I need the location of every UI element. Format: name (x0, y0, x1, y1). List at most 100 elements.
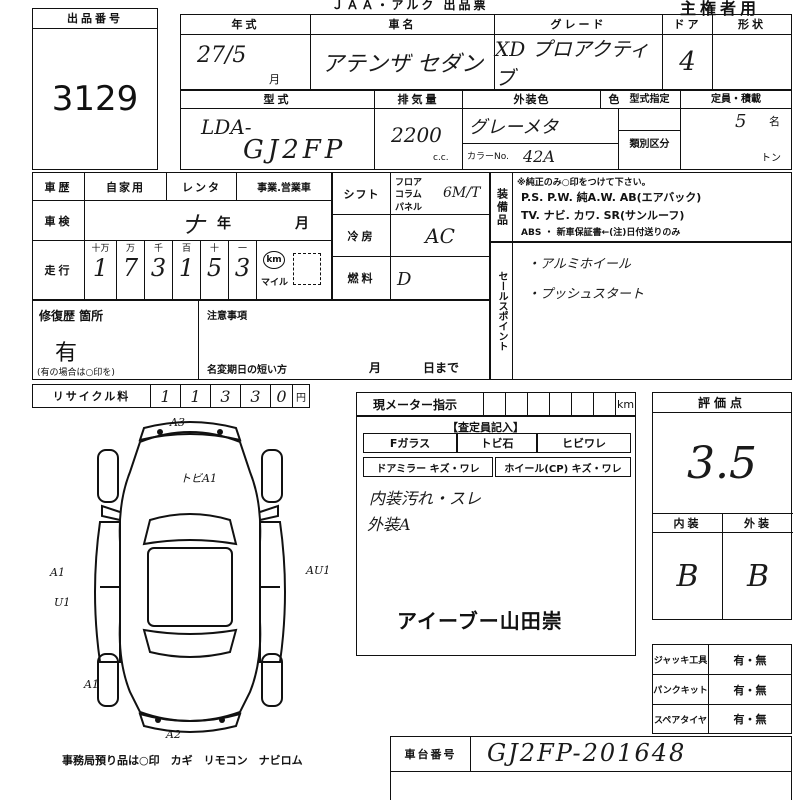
capacity-label: 定員・積載 (681, 91, 791, 109)
recycle-digit-4: 0 (271, 385, 293, 407)
inspection-value: ナ (181, 211, 205, 239)
displacement-label: 排気量 (375, 91, 463, 109)
meter-sep-4 (549, 393, 571, 415)
shape-label: 形状 (713, 15, 791, 35)
type-spec-cell: 類別区分 (619, 109, 681, 169)
doors-label: ドア (663, 15, 713, 35)
ext-color-value: グレーメタ (469, 117, 559, 138)
color-no-divider (463, 143, 618, 144)
jack-option[interactable]: 有・無 (709, 645, 791, 675)
form-title: ＪＡＡ・アルク 出品票 (331, 0, 489, 12)
color-no-value: 42A (523, 147, 555, 166)
wheel-front-right (261, 449, 283, 503)
tools-table: ジャッキ工具 有・無 パンクキット 有・無 スペアタイヤ 有・無 (652, 644, 792, 734)
doors-value: 4 (663, 35, 713, 89)
model-cell: LDA- GJ2FP (181, 109, 375, 169)
inspection-cell: ナ 年 月 (85, 201, 331, 241)
inspector-header: 【査定員記入】 (447, 421, 524, 434)
mark-front: A3 (169, 416, 185, 429)
shift-label: シフト (333, 173, 391, 215)
category-label: 類別区分 (629, 139, 670, 150)
row2-table: 型式 排気量 外装色 色替 型式指定 定員・積載 LDA- GJ2FP 2200… (180, 90, 792, 170)
score-table: 評価点 3.5 内装 外装 B B (652, 392, 793, 620)
recycle-table: リサイクル料 1 1 3 3 0 円 (32, 384, 310, 408)
meter-label: 現メーター指示 (373, 398, 458, 412)
puncture-option[interactable]: 有・無 (709, 675, 791, 705)
shift-option-column: コラム (395, 190, 422, 200)
exterior-value: B (746, 558, 770, 594)
digit-label-5: 一 (237, 244, 247, 254)
year-month-unit: 月 (269, 73, 280, 86)
chassis-bottom-edge (390, 772, 792, 800)
shift-option-floor: フロア (395, 178, 423, 188)
row1-table: 年式 車名 グレード ドア 形状 27/5 月 アテンザ セダン XD プロアク… (180, 14, 792, 90)
digit-value-3: 1 (178, 254, 195, 282)
mile-label: マイル (261, 278, 289, 288)
lot-number-value: 3129 (51, 79, 139, 119)
equipment-label: 装備品 (495, 187, 509, 227)
private-use-option[interactable]: 自家用 (85, 173, 167, 201)
chip-label: トビ石 (457, 433, 537, 453)
km-label: km (266, 255, 282, 265)
glass-label: Fガラス (363, 433, 457, 453)
digit-label-1: 万 (125, 244, 135, 254)
repair-cell: 修復歴 箇所 有 (有の場合は○印を) (33, 301, 199, 379)
repair-table: 修復歴 箇所 有 (有の場合は○印を) 注意事項 名変期日の短い方 月 日まで (32, 300, 490, 380)
score-label: 評価点 (653, 393, 791, 413)
mileage-unit-box (293, 253, 321, 285)
puncture-label: パンクキット (653, 675, 709, 705)
inspector-table: 【査定員記入】 Fガラス トビ石 ヒビワレ ドアミラー キズ・ワレ ホイール(C… (356, 416, 636, 656)
fuel-value: D (397, 269, 412, 290)
ac-value: AC (391, 215, 489, 257)
km-option[interactable]: km (263, 251, 285, 269)
headlight-left (157, 429, 163, 435)
ac-label: 冷房 (333, 215, 391, 257)
meter-sep-5 (571, 393, 593, 415)
jack-label: ジャッキ工具 (653, 645, 709, 675)
car-diagram: A3 トビA1 A1 U1 AU1 A1 A2 (49, 416, 330, 741)
lot-number-box: 出品番号 3129 (32, 8, 158, 170)
history-label: 車歴 (33, 173, 85, 201)
digit-label-2: 千 (153, 244, 163, 254)
diagram-footer: 事務局預り品は○印 カギ リモコン ナビロム (62, 754, 303, 767)
mileage-digit-5: 一 3 (229, 241, 257, 299)
meter-sep-1 (483, 393, 505, 415)
business-option[interactable]: 事業.営業車 (237, 173, 331, 201)
private-use-label: 自家用 (106, 180, 145, 194)
inspector-remark-2: 外装A (367, 515, 411, 534)
taillight-left (155, 717, 161, 723)
chassis-value: GJ2FP-201648 (487, 739, 687, 767)
model-value: GJ2FP (243, 135, 347, 165)
name-change-label: 名変期日の短い方 (207, 365, 287, 376)
digit-label-4: 十 (209, 244, 219, 254)
mileage-digit-3: 百 1 (173, 241, 201, 299)
displacement-value: 2200 (391, 123, 442, 147)
ext-color-cell: グレーメタ カラーNo. 42A (463, 109, 619, 169)
digit-value-1: 7 (122, 254, 139, 282)
equipment-note: ※純正のみ○印をつけて下さい。 (517, 178, 651, 188)
mirror-label: ドアミラー キズ・ワレ (363, 457, 493, 477)
car-name-label: 車名 (311, 15, 495, 35)
shape-value-cell (713, 35, 791, 89)
equipment-table: 装備品 ※純正のみ○印をつけて下さい。 P.S. P.W. 純A.W. AB(エ… (490, 172, 792, 242)
crack-label: ヒビワレ (537, 433, 631, 453)
taillight-right (219, 717, 225, 723)
spare-option[interactable]: 有・無 (733, 713, 767, 726)
sales-point-table: セールスポイント ・アルミホイール ・プッシュスタート (490, 242, 792, 380)
mirror-left (101, 504, 121, 521)
rental-option[interactable]: レンタ (167, 173, 237, 201)
inspection-year-unit: 年 (217, 216, 231, 232)
spare-label: スペアタイヤ (653, 705, 709, 733)
sales-point-item-2: ・プッシュスタート (527, 287, 645, 302)
score-value: 3.5 (687, 437, 757, 489)
interior-value: B (653, 533, 723, 619)
grade-value: XD プロアクティブ (495, 35, 663, 90)
inspection-label: 車検 (33, 201, 85, 241)
business-label: 事業.営業車 (257, 183, 311, 194)
displacement-unit: c.c. (433, 153, 449, 163)
digit-value-5: 3 (234, 254, 251, 282)
chassis-label: 車台番号 (391, 737, 471, 771)
mark-right: AU1 (305, 564, 330, 577)
ton-unit: トン (761, 153, 781, 164)
mileage-digit-0: 十万 1 (85, 241, 117, 299)
